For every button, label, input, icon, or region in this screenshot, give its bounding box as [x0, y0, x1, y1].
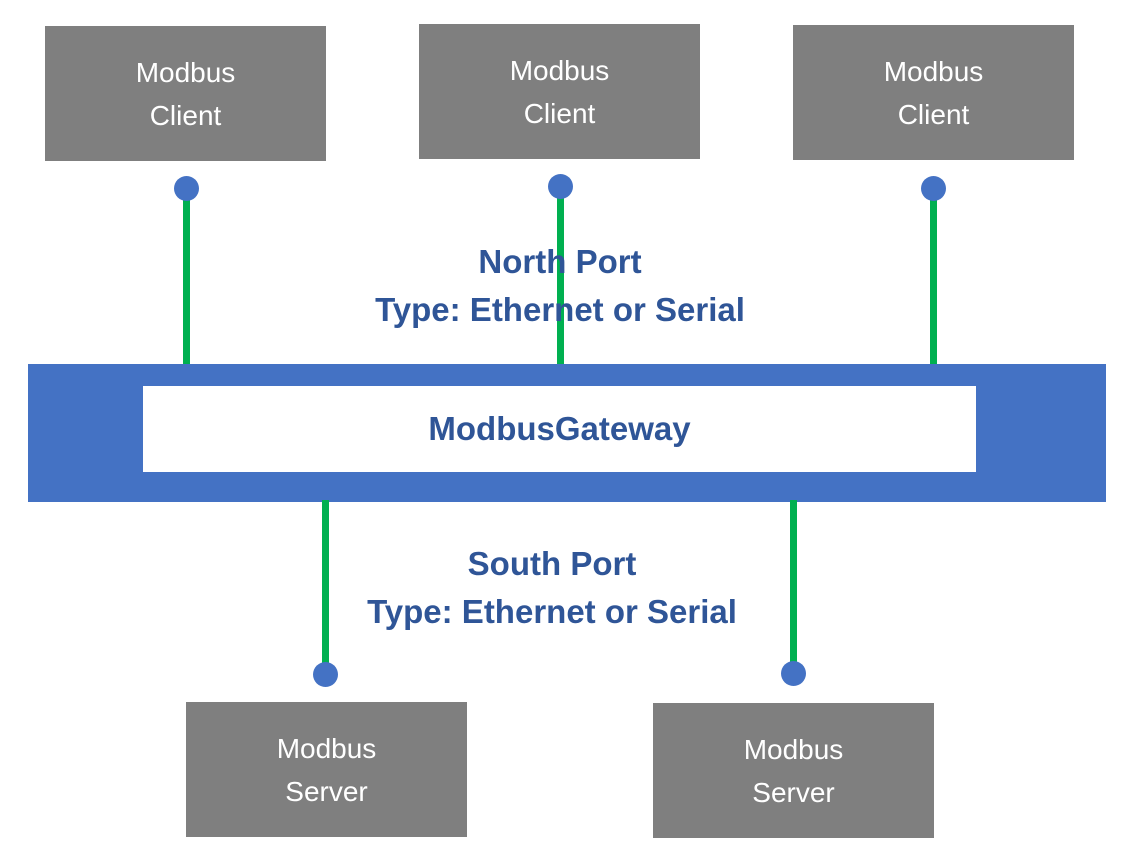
- connector-dot: [921, 176, 946, 201]
- connector-dot: [313, 662, 338, 687]
- modbus-client-node: Modbus Client: [45, 26, 326, 161]
- north-connector-line: [557, 186, 564, 366]
- gateway-label: ModbusGateway: [143, 386, 976, 472]
- south-connector-line: [322, 500, 329, 676]
- south-port-label: South Port Type: Ethernet or Serial: [367, 545, 737, 630]
- connector-dot: [174, 176, 199, 201]
- modbus-server-node: Modbus Server: [653, 703, 934, 838]
- modbus-client-node: Modbus Client: [419, 24, 700, 159]
- connector-dot: [781, 661, 806, 686]
- north-connector-line: [183, 186, 190, 366]
- connector-dot: [548, 174, 573, 199]
- south-connector-line: [790, 500, 797, 676]
- north-connector-line: [930, 186, 937, 366]
- modbus-server-node: Modbus Server: [186, 702, 467, 837]
- north-port-label: North Port Type: Ethernet or Serial: [375, 243, 745, 328]
- modbus-client-node: Modbus Client: [793, 25, 1074, 160]
